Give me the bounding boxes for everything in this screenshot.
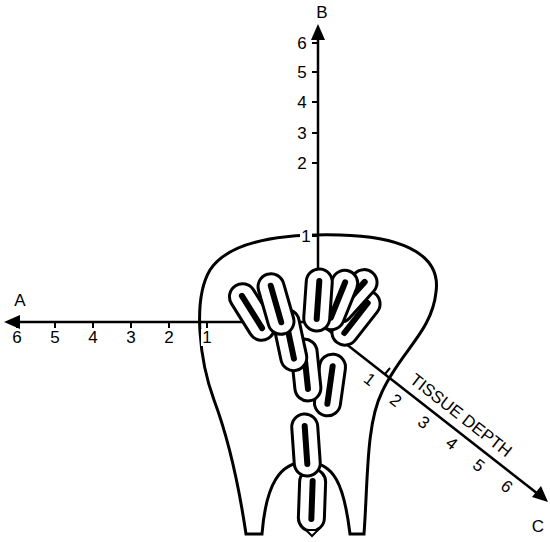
scale-number: 3	[415, 413, 433, 432]
scale-number: 6	[12, 329, 21, 346]
scale-number: 4	[442, 434, 460, 453]
scale-number: 4	[88, 329, 97, 346]
scale-number: 4	[297, 94, 306, 111]
tooth-outline	[200, 235, 437, 534]
scale-number: 6	[297, 35, 306, 52]
scale-number: 5	[470, 456, 488, 475]
scale-number: 1	[300, 228, 311, 245]
axis-letter: A	[14, 292, 25, 309]
capsule-cluster	[225, 264, 386, 536]
scale-number: 6	[497, 477, 515, 496]
axis-letter: B	[316, 4, 327, 21]
scale-number: 2	[164, 329, 173, 346]
scale-number: 5	[50, 329, 59, 346]
axes	[14, 36, 538, 494]
scale-number: 2	[387, 391, 405, 410]
arrowheads	[4, 24, 548, 502]
scale-number: 3	[126, 329, 135, 346]
scale-number: 3	[297, 125, 306, 142]
scale-number: 1	[360, 370, 378, 389]
scale-number: 1	[201, 329, 212, 346]
axis-letter: C	[532, 518, 544, 535]
scale-number: 5	[297, 64, 306, 81]
scale-number: 2	[297, 155, 306, 172]
